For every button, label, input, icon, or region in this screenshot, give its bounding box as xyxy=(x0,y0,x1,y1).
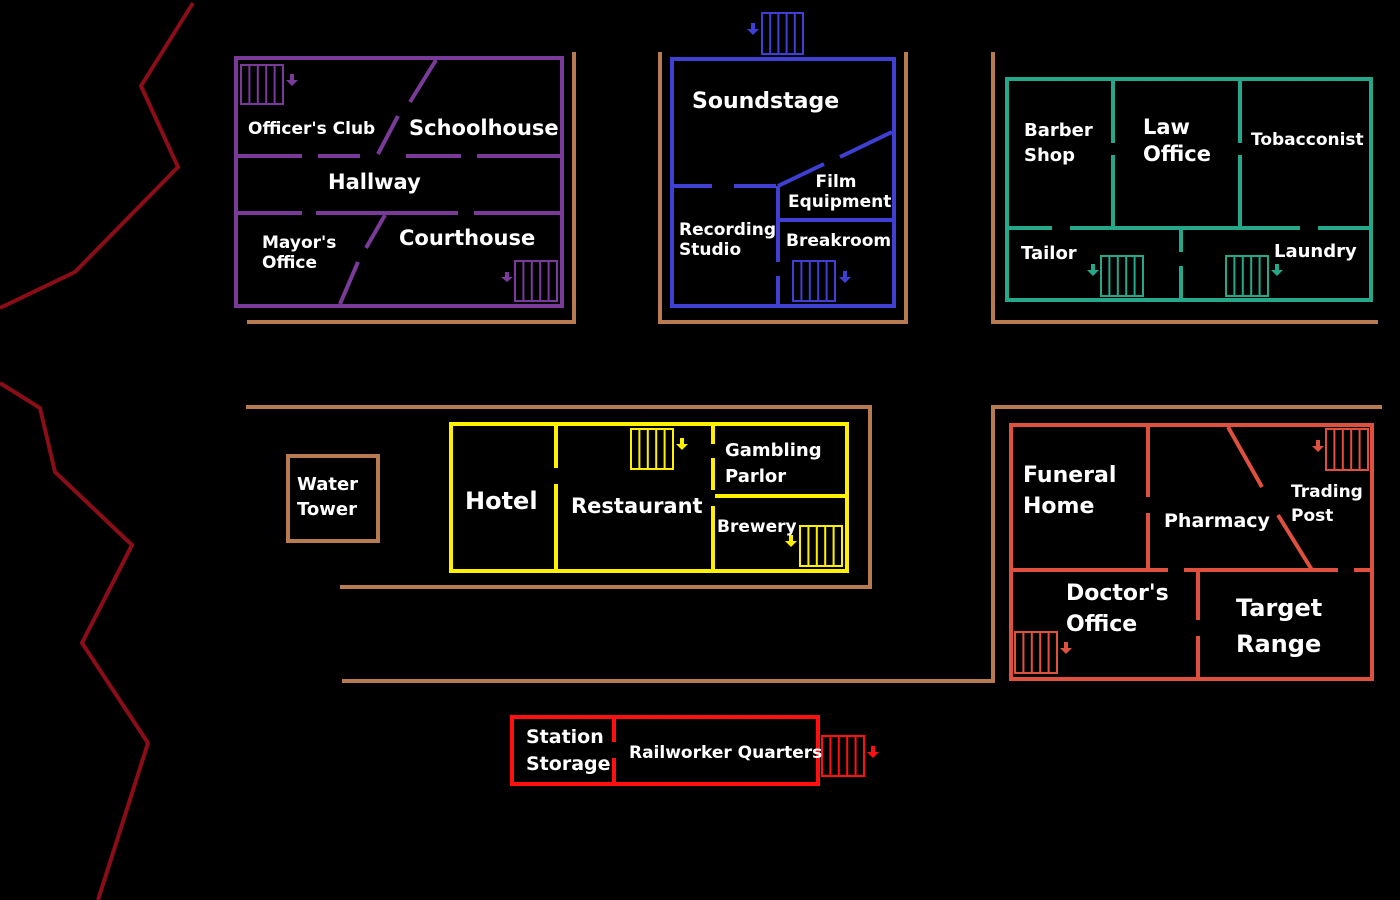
arrow-down-icon xyxy=(747,23,759,35)
arrow-down-icon xyxy=(867,746,879,758)
room-label-schoolhouse: Schoolhouse xyxy=(409,116,559,140)
room-label-hotel: Hotel xyxy=(465,487,538,515)
room-label-courthouse: Courthouse xyxy=(399,226,536,250)
stairs-icon xyxy=(761,12,804,55)
room-label-breakroom: Breakroom xyxy=(786,231,892,251)
arrow-down-icon xyxy=(839,271,851,283)
room-label-officers-club: Officer's Club xyxy=(248,119,376,139)
room-label-brewery: Brewery xyxy=(717,517,797,537)
stairs-icon xyxy=(630,428,674,470)
stairs-icon xyxy=(821,735,865,777)
arrow-down-icon xyxy=(1271,264,1283,276)
stairs-icon xyxy=(240,64,284,105)
room-label-laundry: Laundry xyxy=(1274,241,1357,262)
room-label-restaurant: Restaurant xyxy=(571,494,703,518)
hotel-building xyxy=(449,422,849,573)
station-building xyxy=(510,715,820,786)
arrow-down-icon xyxy=(286,74,298,86)
arrow-down-icon xyxy=(1312,440,1324,452)
room-label-tailor: Tailor xyxy=(1021,243,1077,264)
room-label-railworker-quarters: Railworker Quarters xyxy=(629,743,823,763)
room-label-tobacconist: Tobacconist xyxy=(1251,130,1364,150)
stairs-icon xyxy=(514,260,558,302)
shops-building xyxy=(1005,77,1373,302)
map-boundary xyxy=(0,1,195,900)
stairs-icon xyxy=(1014,631,1058,674)
stairs-icon xyxy=(799,525,843,567)
arrow-down-icon xyxy=(1060,642,1072,654)
arrow-down-icon xyxy=(676,438,688,450)
medical-building xyxy=(1009,423,1374,681)
arrow-down-icon xyxy=(1087,264,1099,276)
room-label-hallway: Hallway xyxy=(328,170,421,194)
roads xyxy=(246,52,1382,683)
studio-building xyxy=(670,57,896,308)
room-label-soundstage: Soundstage xyxy=(692,89,840,114)
stairs-icon xyxy=(1225,255,1269,297)
arrow-down-icon xyxy=(785,535,797,547)
room-label-pharmacy: Pharmacy xyxy=(1164,510,1270,532)
stairs-icon xyxy=(792,260,836,302)
stairs-icon xyxy=(1325,428,1369,471)
arrow-down-icon xyxy=(501,272,513,282)
town-hall-building xyxy=(234,56,564,308)
stairs-icon xyxy=(1100,255,1144,297)
